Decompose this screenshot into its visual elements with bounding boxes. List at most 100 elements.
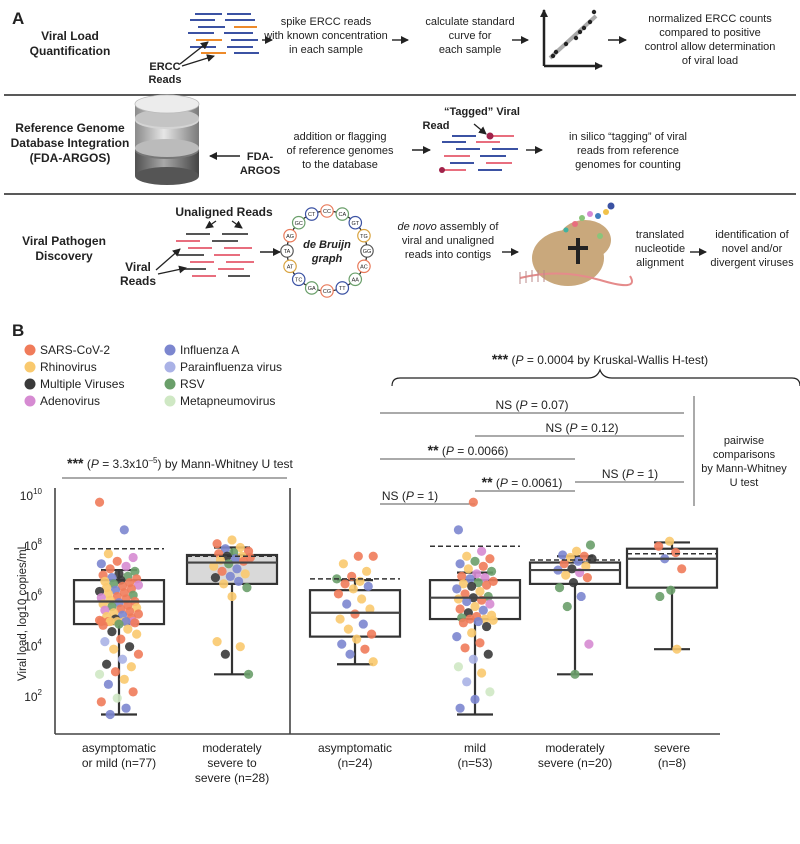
data-point (110, 667, 121, 677)
data-point (119, 674, 129, 684)
data-point (453, 594, 464, 604)
graph-node-label: AC (360, 265, 368, 271)
cmp1-label: NS (P = 0.07) (495, 398, 568, 412)
data-point (488, 615, 498, 625)
tag-dot (486, 132, 494, 140)
data-point (458, 579, 469, 589)
data-point (343, 624, 353, 634)
ercc-arrow-2 (181, 54, 215, 67)
row2-title-line2: Database Integration (11, 136, 130, 150)
graph-node (348, 272, 363, 287)
data-point (361, 566, 372, 576)
row3-step1-line1: de novo assembly of (398, 221, 500, 233)
y-tick-exp: 10 (33, 487, 42, 496)
standard-curve-icon (540, 9, 603, 70)
data-point (125, 642, 135, 652)
data-point (353, 551, 363, 561)
legend-marker (24, 378, 36, 390)
data-point (105, 616, 115, 627)
mann-whitney-annotation: *** (P = 3.3x10–5) by Mann-Whitney U tes… (67, 455, 293, 471)
panel-a-label: A (12, 9, 24, 28)
data-point (485, 687, 495, 697)
de-novo-text: de novo (398, 221, 437, 233)
data-point (368, 551, 378, 561)
row1-step2-line3: each sample (439, 44, 501, 56)
data-point (212, 539, 222, 549)
graph-label-line1: de Bruijn (303, 239, 351, 251)
ribosome-icon (519, 202, 633, 287)
row-viral-pathogen-discovery: Viral Pathogen Discovery Unaligned Reads… (22, 202, 794, 298)
data-point (105, 709, 115, 720)
row1-step3-line4: of viral load (682, 55, 738, 67)
mw-open: ( (84, 457, 91, 471)
data-point (481, 621, 492, 632)
tagged-arrow (473, 123, 487, 135)
panel-b-label: B (12, 321, 24, 340)
data-point (452, 584, 462, 594)
data-point (462, 551, 472, 561)
data-point (358, 619, 368, 629)
ercc-label-line2: Reads (148, 74, 181, 86)
data-point (654, 541, 664, 551)
box-group (625, 536, 719, 654)
row1-title-line2: Quantification (30, 44, 111, 58)
data-point (94, 669, 105, 679)
y-tick-exp: 4 (38, 638, 43, 647)
y-tick-label: 104 (24, 638, 42, 654)
data-point (123, 624, 133, 634)
cmp5-rest: = 0.0061) (508, 476, 562, 490)
cmp3-p: P (446, 444, 454, 458)
row3-step3-line1: identification of (715, 229, 789, 241)
data-point (570, 669, 580, 679)
legend-label: Rhinovirus (40, 360, 97, 374)
cmp2-rest: = 0.12) (577, 421, 618, 435)
data-point (473, 616, 483, 627)
tagged-label-line1: “Tagged” Viral (444, 106, 520, 118)
data-point (453, 525, 464, 535)
x-tick-label: severe (n=20) (538, 756, 612, 770)
graph-node (283, 228, 297, 243)
row2-step1-line1: addition or flagging (294, 131, 387, 143)
data-point (475, 586, 485, 597)
data-point (664, 536, 675, 546)
cmp5-stars: ** (482, 474, 493, 490)
data-point (335, 614, 345, 624)
data-point (350, 609, 360, 619)
row3-step1-line3: reads into contigs (405, 249, 492, 261)
data-point (477, 668, 487, 678)
row3-step1-line2: viral and unaligned (402, 235, 494, 247)
data-point (96, 559, 106, 569)
data-point (242, 583, 252, 593)
panel-a: A Viral Load Quantification ERCC Reads s… (4, 9, 796, 298)
data-point (468, 654, 478, 664)
legend-marker (164, 378, 176, 390)
box-group (528, 540, 622, 679)
graph-node-label: AA (352, 277, 360, 283)
data-point (671, 547, 681, 558)
data-point (227, 591, 237, 602)
data-point (121, 703, 131, 713)
data-point (472, 569, 482, 579)
graph-node (360, 244, 374, 258)
graph-node-label: GC (295, 221, 303, 227)
data-point (455, 604, 465, 614)
data-point (238, 556, 249, 566)
ercc-read-lines (188, 13, 259, 54)
data-point (100, 637, 110, 647)
legend-marker (24, 395, 36, 407)
y-axis-label: Viral load, log10 copies/mL (17, 542, 29, 680)
graph-node-label: AT (287, 265, 294, 271)
data-point (337, 639, 347, 649)
data-point (352, 634, 362, 644)
cmp6-pre: NS ( (382, 489, 406, 503)
cmp3-stars: ** (428, 442, 439, 458)
row2-title-line3: (FDA-ARGOS) (30, 151, 111, 165)
graph-node (283, 259, 297, 274)
box-groups (72, 497, 719, 720)
data-point (568, 578, 579, 588)
row3-step2-line2: nucleotide (635, 243, 685, 255)
graph-node (357, 228, 371, 243)
graph-node-label: CA (338, 212, 346, 218)
